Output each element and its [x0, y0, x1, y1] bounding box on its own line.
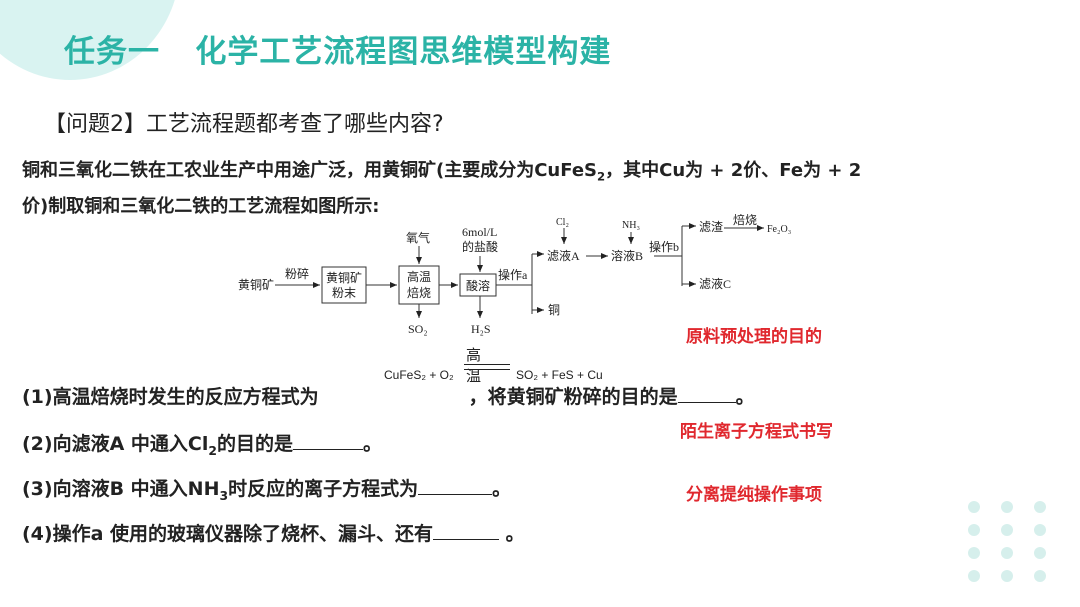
intro-line1-subscript: 2 — [597, 169, 606, 184]
decor-dot — [968, 501, 980, 513]
dot-grid-decoration — [968, 501, 1046, 582]
flow-solution-b: 溶液B — [611, 248, 643, 263]
flow-nh3: NH₃ — [622, 220, 640, 231]
question-1: (1)高温焙烧时发生的反应方程式为 ，将黄铜矿粉碎的目的是 。 — [22, 382, 755, 409]
decor-dot — [968, 524, 980, 536]
question-3: (3)向溶液B 中通入NH3时反应的离子方程式为 。 — [22, 474, 511, 503]
question-heading: 【问题2】工艺流程题都考查了哪些内容? — [44, 112, 444, 137]
intro-line2: 价)制取铜和三氧化二铁的工艺流程如图所示: — [22, 195, 380, 217]
flow-filtrate-a: 滤液A — [547, 248, 580, 263]
flow-powder-2: 粉末 — [332, 286, 356, 300]
page-title: 任务一 化学工艺流程图思维模型构建 — [64, 34, 612, 70]
flow-cl2: Cl₂ — [556, 217, 569, 228]
decor-dot — [1034, 524, 1046, 536]
q4-blank[interactable] — [433, 521, 500, 540]
decor-dot — [1001, 570, 1013, 582]
equation-lhs: CuFeS₂ + O₂ — [384, 368, 454, 382]
flow-filtrate-c: 滤液C — [699, 276, 731, 291]
equation-double-bar — [464, 364, 510, 370]
note-pretreatment: 原料预处理的目的 — [686, 327, 822, 347]
flow-dissolve: 酸溶 — [466, 278, 490, 293]
intro-line1: 铜和三氧化二铁在工农业生产中用途广泛，用黄铜矿(主要成分为CuFeS — [22, 160, 597, 181]
q1-blank[interactable] — [677, 384, 736, 403]
flow-burn: 焙烧 — [733, 214, 757, 227]
flow-oxygen: 氧气 — [406, 230, 430, 245]
q1-end: 。 — [735, 386, 755, 408]
question-2: (2)向滤液A 中通入Cl2的目的是 。 — [22, 429, 382, 458]
equation-condition: 高温 — [466, 347, 482, 385]
q1-text-b: ，将黄铜矿粉碎的目的是 — [468, 386, 678, 408]
flow-h2s: H₂S — [471, 322, 491, 336]
flow-acid-1: 6mol/L — [462, 225, 497, 239]
q1-text-a: (1)高温焙烧时发生的反应方程式为 — [22, 386, 319, 408]
flow-residue: 滤渣 — [699, 220, 723, 234]
q3-blank[interactable] — [418, 476, 493, 495]
q4-text-a: (4)操作a 使用的玻璃仪器除了烧杯、漏斗、还有 — [22, 523, 434, 545]
flow-powder-1: 黄铜矿 — [326, 270, 362, 285]
flow-roast-1: 高温 — [407, 269, 431, 284]
flow-so2: SO₂ — [408, 322, 428, 336]
decor-dot — [1034, 547, 1046, 559]
flow-fe2o3: Fe₂O₃ — [767, 224, 791, 235]
decor-dot — [1001, 524, 1013, 536]
q3-end: 。 — [492, 478, 512, 500]
question-4: (4)操作a 使用的玻璃仪器除了烧杯、漏斗、还有 。 — [22, 519, 525, 546]
q2-end: 。 — [362, 433, 382, 455]
q2-text-b: 的目的是 — [216, 433, 293, 455]
flow-op-a: 操作a — [498, 267, 528, 282]
q4-end: 。 — [499, 523, 525, 545]
flow-acid-2: 的盐酸 — [462, 239, 498, 254]
q2-text-a: (2)向滤液A 中通入Cl — [22, 433, 209, 455]
q2-subscript: 2 — [208, 443, 217, 458]
q3-text-a: (3)向溶液B 中通入NH — [22, 478, 220, 500]
flow-copper: 铜 — [548, 302, 560, 317]
flow-roast-2: 焙烧 — [407, 285, 431, 300]
q3-subscript: 3 — [219, 488, 229, 503]
note-separation: 分离提纯操作事项 — [686, 485, 822, 505]
flow-ore: 黄铜矿 — [238, 277, 274, 292]
flow-crush: 粉碎 — [285, 266, 309, 281]
q3-text-b: 时反应的离子方程式为 — [228, 478, 419, 500]
decor-dot — [1001, 501, 1013, 513]
decor-dot — [1001, 547, 1013, 559]
intro-line1-end: ，其中Cu为 + 2价、Fe为 + 2 — [605, 160, 862, 181]
decor-dot — [1034, 501, 1046, 513]
decor-dot — [1034, 570, 1046, 582]
decor-dot — [968, 547, 980, 559]
flow-op-b: 操作b — [649, 239, 679, 254]
decor-dot — [968, 570, 980, 582]
process-flow-diagram: 黄铜矿 粉碎 黄铜矿 粉末 氧气 高温 焙烧 SO₂ 6mol/L 的盐酸 酸溶… — [238, 214, 791, 336]
note-ionic-equation: 陌生离子方程式书写 — [680, 422, 833, 442]
problem-intro: 铜和三氧化二铁在工农业生产中用途广泛，用黄铜矿(主要成分为CuFeS2，其中Cu… — [22, 156, 1062, 222]
q2-blank[interactable] — [292, 431, 363, 450]
equation-rhs: SO₂ + FeS + Cu — [516, 368, 603, 382]
